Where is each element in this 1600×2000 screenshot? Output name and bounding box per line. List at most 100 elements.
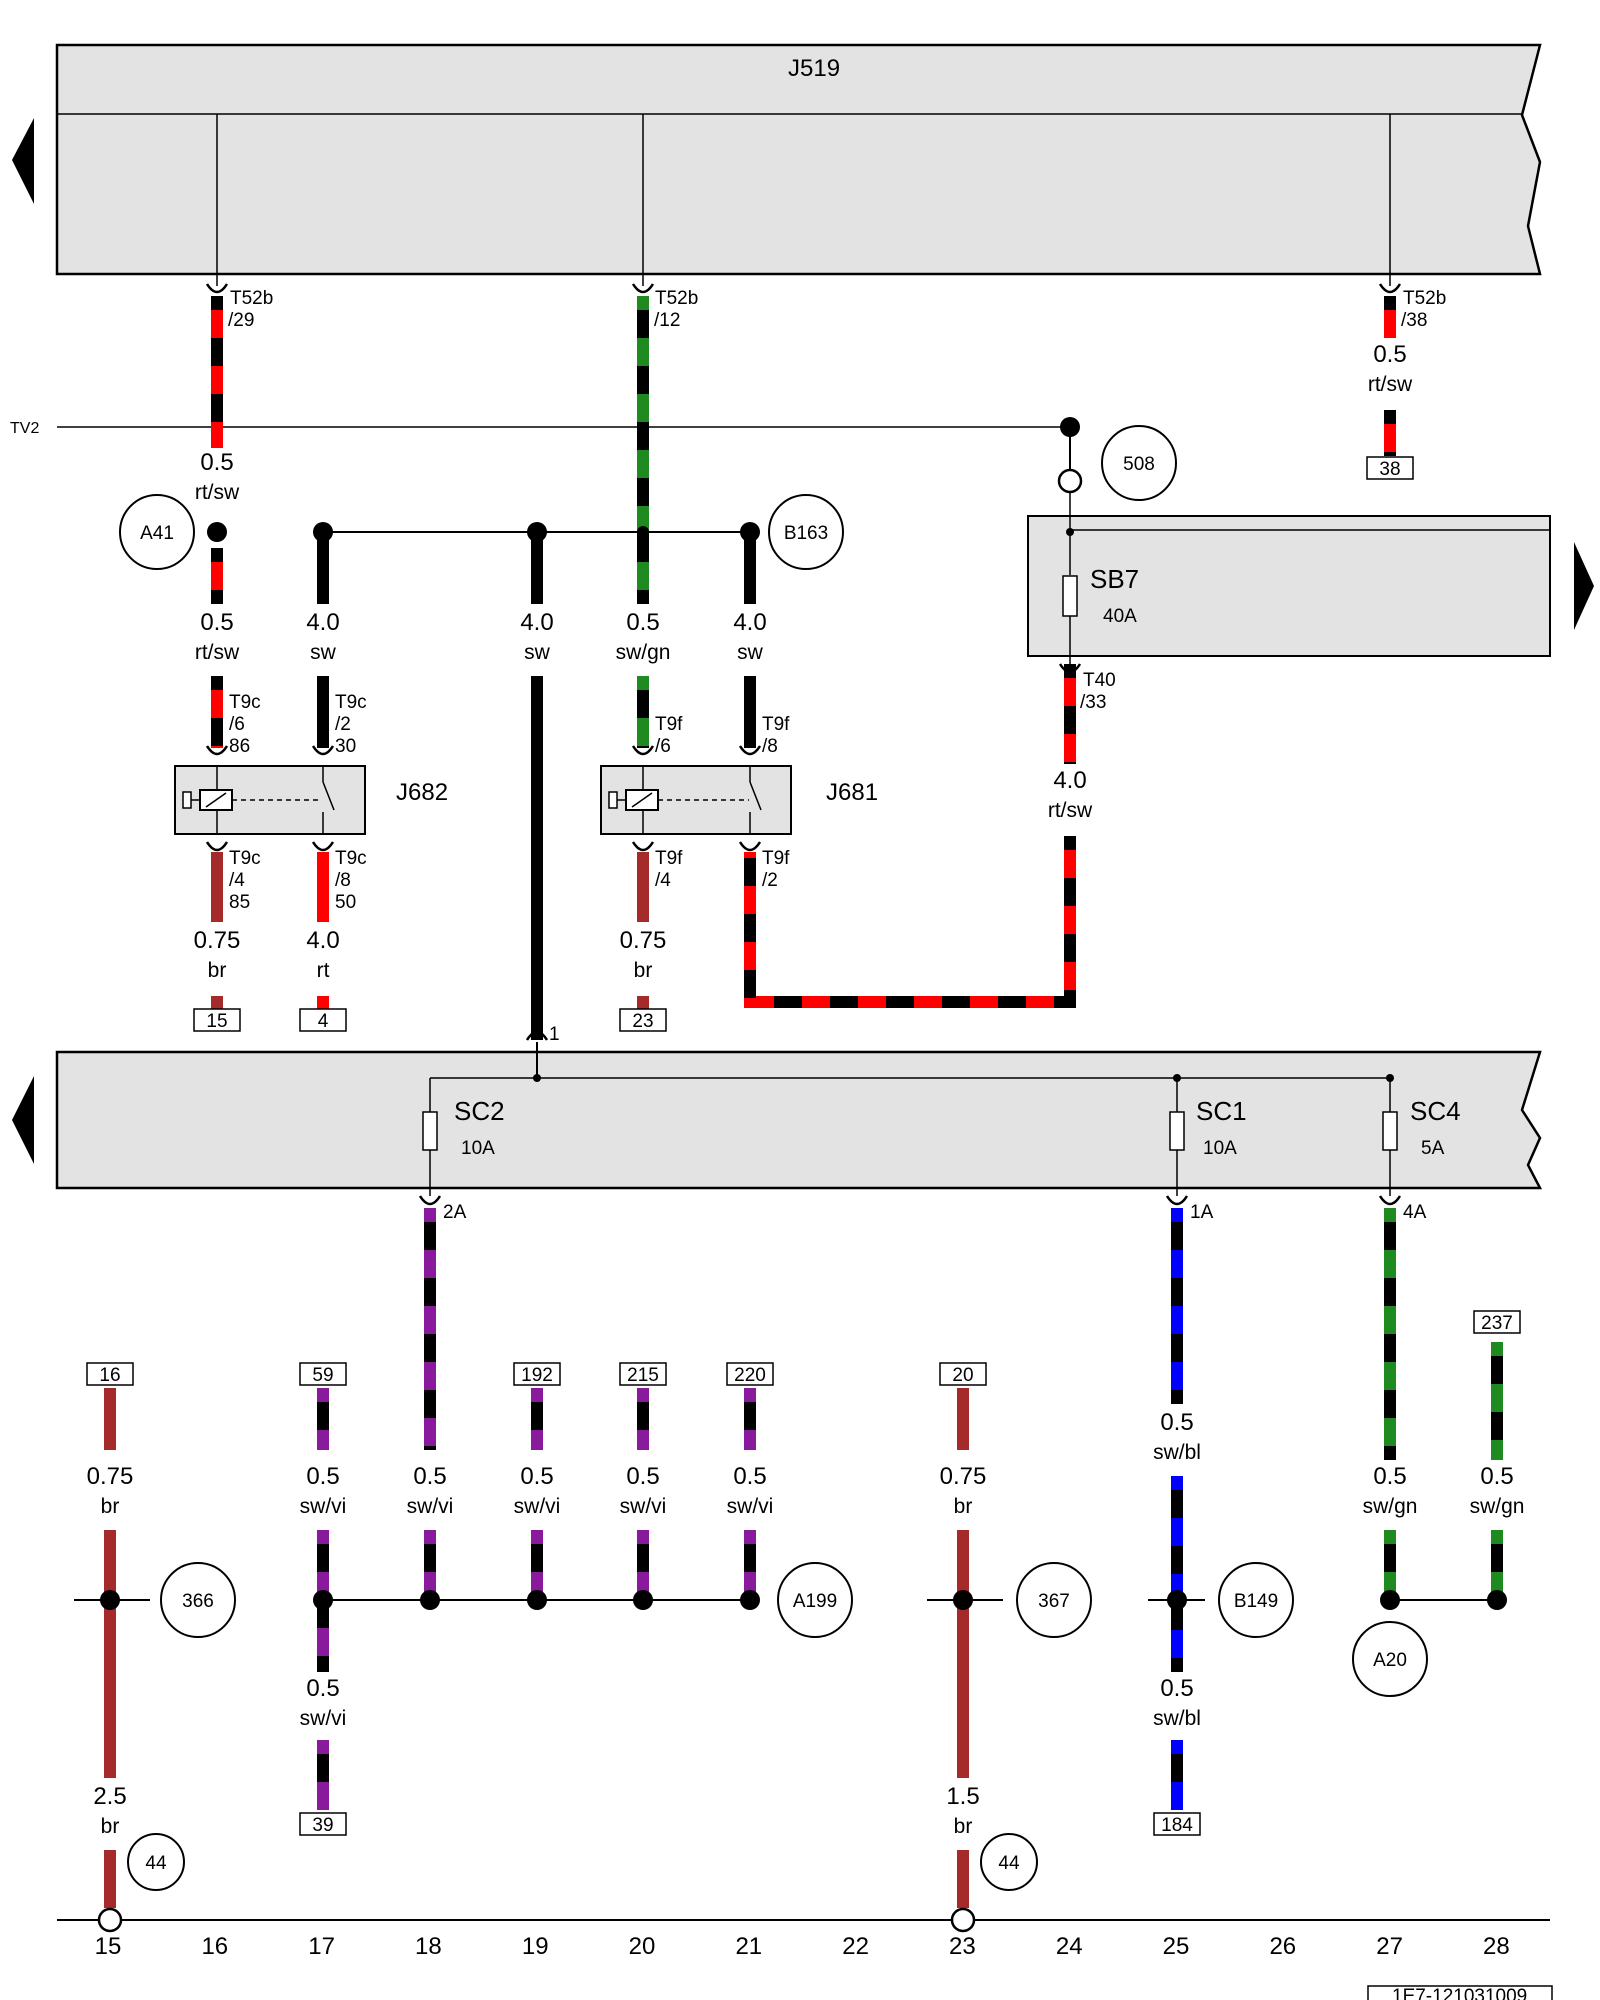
reference-number: 23 xyxy=(632,1011,653,1032)
svg-text:T9c: T9c xyxy=(335,848,367,869)
wire-size: 0.5 xyxy=(626,1463,659,1490)
svg-text:T9c: T9c xyxy=(229,848,261,869)
fuse-sb7-label: SB7 xyxy=(1090,564,1139,594)
svg-text:30: 30 xyxy=(335,736,356,757)
wire-size: 0.5 xyxy=(1373,341,1406,368)
wire-size: 2.5 xyxy=(93,1783,126,1810)
component-circle: A199 xyxy=(777,1562,853,1638)
svg-text:5A: 5A xyxy=(1421,1138,1445,1159)
component-id: B163 xyxy=(784,523,828,544)
svg-text:T9f: T9f xyxy=(655,714,683,735)
reference-box: 59 xyxy=(299,1362,347,1386)
wire-label: 0.5sw/vi xyxy=(620,1463,667,1518)
svg-text:85: 85 xyxy=(229,892,250,913)
svg-text:/8: /8 xyxy=(335,870,351,891)
svg-text:/6: /6 xyxy=(229,714,245,735)
svg-text:10A: 10A xyxy=(1203,1138,1237,1159)
svg-text:1: 1 xyxy=(549,1024,560,1045)
j519-pin-29: T52b /29 xyxy=(205,283,273,331)
svg-text:T52b: T52b xyxy=(230,288,273,309)
wire-size: 0.75 xyxy=(194,927,241,954)
j519-label: J519 xyxy=(788,55,840,82)
reference-number: 215 xyxy=(627,1365,659,1386)
reference-number: 15 xyxy=(206,1011,227,1032)
column-number: 16 xyxy=(201,1933,228,1960)
component-circle: B149 xyxy=(1218,1562,1294,1638)
svg-text:T9f: T9f xyxy=(655,848,683,869)
wire-label: 0.5rt/sw xyxy=(195,609,240,664)
reference-box: 4 xyxy=(299,1008,347,1032)
wire-label: 0.5 sw/gn xyxy=(1470,1463,1525,1518)
wire-size: 4.0 xyxy=(1053,767,1086,794)
wire-color: br xyxy=(101,1815,120,1838)
reference-box: 23 xyxy=(619,1008,667,1032)
component-circle: A20 xyxy=(1352,1621,1428,1697)
reference-number: 192 xyxy=(521,1365,553,1386)
column-number: 19 xyxy=(522,1933,549,1960)
wire-size: 4.0 xyxy=(306,927,339,954)
wire-color: sw/vi xyxy=(727,1495,774,1518)
wire-label: 0.5sw/gn xyxy=(1363,1463,1418,1518)
fuse-carrier-sc: 1 SC2 10A SC1 10A SC4 5A 2A 1A 4A xyxy=(55,1024,1543,1223)
wire-size: 0.75 xyxy=(620,927,667,954)
component-circle: B163 xyxy=(768,494,844,570)
wire-size: 0.5 xyxy=(1480,1463,1513,1490)
component-circle: 508 xyxy=(1101,425,1177,501)
reference-number: 38 xyxy=(1379,459,1400,480)
wire-label: 2.5 br xyxy=(93,1783,126,1838)
j519-module: J519 xyxy=(55,43,1542,276)
wire-label: 1.5br xyxy=(946,1783,979,1838)
component-id: 366 xyxy=(182,1591,214,1612)
wire-size: 4.0 xyxy=(733,609,766,636)
svg-text:/38: /38 xyxy=(1401,310,1427,331)
reference-number: 16 xyxy=(99,1365,120,1386)
fuse-sc1-label: SC1 xyxy=(1196,1096,1247,1126)
column-number: 22 xyxy=(842,1933,869,1960)
column-number: 17 xyxy=(308,1933,335,1960)
column-number: 24 xyxy=(1056,1933,1083,1960)
left-arrow-icon xyxy=(12,118,34,204)
relay-j681: J681 xyxy=(600,765,878,835)
fuse-sc4-label: SC4 xyxy=(1410,1096,1461,1126)
svg-text:10A: 10A xyxy=(461,1138,495,1159)
relay-j682-label: J682 xyxy=(396,779,448,806)
wire-color: sw/gn xyxy=(1470,1495,1525,1518)
component-id: B149 xyxy=(1234,1591,1278,1612)
reference-number: 59 xyxy=(312,1365,333,1386)
document-id: 1E7-121031009 xyxy=(1367,1985,1553,2000)
wire-size: 0.75 xyxy=(940,1463,987,1490)
wire-segments xyxy=(211,296,1396,1040)
component-circle: 366 xyxy=(160,1562,236,1638)
wire-color: sw/vi xyxy=(300,1495,347,1518)
wire-label: 4.0sw xyxy=(733,609,766,664)
wire-label: 0.5rt/sw xyxy=(1368,341,1413,396)
svg-text:/6: /6 xyxy=(655,736,671,757)
svg-text:T40: T40 xyxy=(1083,670,1116,691)
svg-text:T52b: T52b xyxy=(655,288,698,309)
column-number: 18 xyxy=(415,1933,442,1960)
svg-text:/2: /2 xyxy=(335,714,351,735)
svg-text:4A: 4A xyxy=(1403,1202,1427,1223)
reference-box: 39 xyxy=(299,1812,347,1836)
svg-text:T9c: T9c xyxy=(229,692,261,713)
reference-number: 20 xyxy=(952,1365,973,1386)
wire-label: 0.5sw/vi xyxy=(514,1463,561,1518)
svg-text:/4: /4 xyxy=(229,870,245,891)
wire-label: 0.5sw/vi xyxy=(407,1463,454,1518)
svg-text:/33: /33 xyxy=(1080,692,1106,713)
fuse-sb7-rating: 40A xyxy=(1103,606,1137,627)
svg-text:T52b: T52b xyxy=(1403,288,1446,309)
column-number: 28 xyxy=(1483,1933,1510,1960)
wire-color: sw/bl xyxy=(1153,1707,1201,1730)
reference-box: 192 xyxy=(513,1362,561,1386)
wire-size: 0.5 xyxy=(1373,1463,1406,1490)
wire-size: 0.5 xyxy=(1160,1409,1193,1436)
column-number: 21 xyxy=(735,1933,762,1960)
wire-size: 0.5 xyxy=(733,1463,766,1490)
wire-size: 4.0 xyxy=(520,609,553,636)
